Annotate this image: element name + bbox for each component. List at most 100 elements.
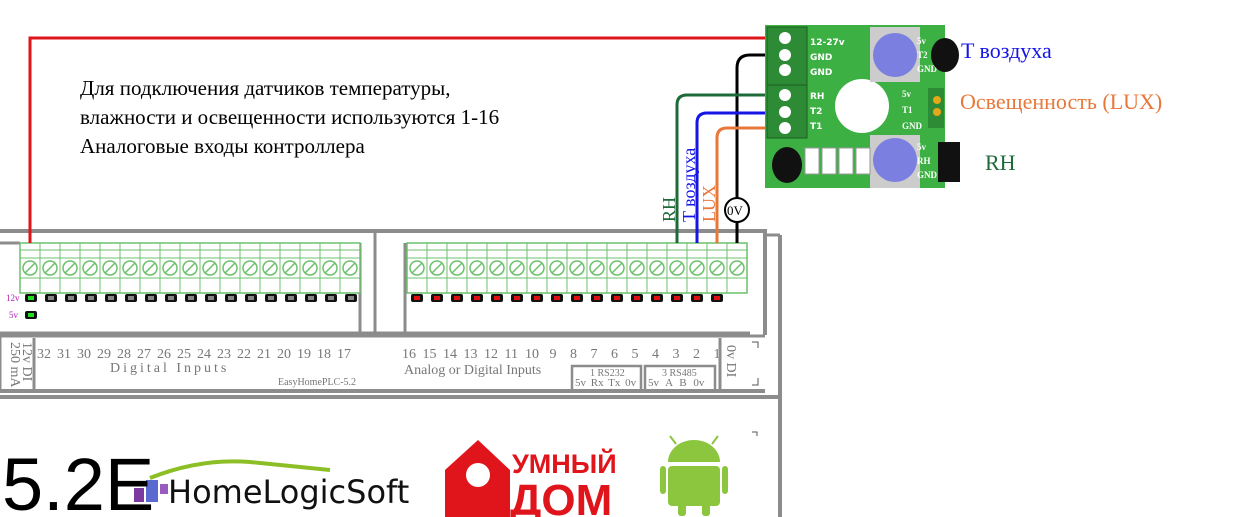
wire-12v-red xyxy=(28,36,775,243)
led-light xyxy=(248,296,254,300)
sensor-pin-label: 12-27v xyxy=(810,38,845,48)
digital-input-number: 25 xyxy=(177,347,191,362)
dom-text: ДОМ xyxy=(510,476,612,517)
digital-input-number: 20 xyxy=(277,347,291,362)
screw-slot xyxy=(264,262,276,274)
led-light xyxy=(454,296,460,300)
screw-slot xyxy=(591,262,603,274)
umny-text: УМНЫЙ xyxy=(512,448,617,479)
resistor-icon xyxy=(838,147,854,175)
led-12v-label: 12v xyxy=(6,293,20,303)
label-t-air: T воздуха xyxy=(961,38,1052,63)
wire-t1-orange xyxy=(715,126,775,243)
analog-input-number: 5 xyxy=(632,347,639,362)
screw-slot xyxy=(711,262,723,274)
rs232-pins: 5v Rx Tx 0v xyxy=(575,377,637,389)
sensor-pin-label: RH xyxy=(917,156,931,166)
analog-input-number: 12 xyxy=(484,347,498,362)
rs485-pins: 5v A B 0v xyxy=(648,377,705,389)
connector-screw-icon xyxy=(779,106,791,118)
android-arm xyxy=(722,466,728,494)
led-light xyxy=(348,296,354,300)
resistor-icon xyxy=(804,147,820,175)
screw-slot xyxy=(224,262,236,274)
screw-slot xyxy=(671,262,683,274)
version-label: 5.2E xyxy=(2,443,155,517)
screw-slot xyxy=(451,262,463,274)
screw-slot xyxy=(124,262,136,274)
android-body xyxy=(668,466,720,506)
led-light xyxy=(188,296,194,300)
temperature-sensor-t2-icon xyxy=(931,38,959,72)
power-sub-label: 250 mA xyxy=(7,342,22,388)
screw-slot xyxy=(431,262,443,274)
controller-frame-top xyxy=(0,229,767,335)
android-arm xyxy=(660,466,666,494)
led-light xyxy=(634,296,640,300)
screw-slot xyxy=(184,262,196,274)
wire-gnd-black xyxy=(735,53,775,243)
logo-square xyxy=(160,484,168,494)
trimmer-potentiometer-icon xyxy=(873,138,917,182)
screw-slot xyxy=(531,262,543,274)
analog-input-number: 1 xyxy=(714,347,721,362)
android-leg xyxy=(678,500,686,516)
sensor-pin-label: T2 xyxy=(810,107,822,117)
led-light xyxy=(288,296,294,300)
screw-slot xyxy=(731,262,743,274)
led-light xyxy=(268,296,274,300)
wire-label-lux: LUX xyxy=(699,185,719,222)
description-line: Аналоговые входы контроллера xyxy=(80,134,365,158)
screw-slot xyxy=(204,262,216,274)
wire-label-t-air: T воздуха xyxy=(679,148,699,222)
led-light xyxy=(28,313,34,317)
screw-slot xyxy=(304,262,316,274)
digital-input-number: 30 xyxy=(77,347,91,362)
zero-di-group: 0v DI xyxy=(723,345,738,378)
wire-label-rh: RH xyxy=(659,197,679,222)
analog-input-number: 7 xyxy=(591,347,598,362)
screw-slot xyxy=(551,262,563,274)
android-antenna xyxy=(711,435,719,445)
digital-input-number: 28 xyxy=(117,347,131,362)
digital-input-number: 24 xyxy=(197,347,211,362)
rs232-title: 1 RS232 xyxy=(590,368,625,379)
screw-slot xyxy=(631,262,643,274)
pad xyxy=(933,96,941,104)
label-rh: RH xyxy=(985,150,1016,175)
led-light xyxy=(414,296,420,300)
sensor-pin-label: GND xyxy=(810,53,832,63)
android-leg xyxy=(702,500,710,516)
zero-volt-marker-icon xyxy=(724,197,750,223)
led-light xyxy=(68,296,74,300)
analog-input-number: 6 xyxy=(611,347,618,362)
screw-slot xyxy=(84,262,96,274)
connector-screw-icon xyxy=(779,49,791,61)
screw-slot xyxy=(164,262,176,274)
digital-input-number: 32 xyxy=(37,347,51,362)
analog-input-number: 4 xyxy=(652,347,659,362)
led-light xyxy=(148,296,154,300)
sensor-pin-label: GND xyxy=(902,121,923,131)
led-5v-label: 5v xyxy=(9,310,19,320)
resistor-icon xyxy=(855,147,871,175)
description-line: влажности и освещенности используются 1-… xyxy=(80,105,500,129)
terminal-block-analog xyxy=(406,242,748,294)
label-lux: Освещенность (LUX) xyxy=(960,89,1163,114)
trimmer-potentiometer-icon xyxy=(873,33,917,77)
description-line: Для подключения датчиков температуры, xyxy=(80,76,451,100)
digital-input-number: 17 xyxy=(337,347,351,362)
screw-slot xyxy=(104,262,116,274)
analog-input-number: 11 xyxy=(505,347,518,362)
analog-input-number: 9 xyxy=(550,347,557,362)
analog-input-number: 8 xyxy=(570,347,577,362)
led-light xyxy=(88,296,94,300)
led-light xyxy=(108,296,114,300)
led-light xyxy=(654,296,660,300)
analog-inputs-title: Analog or Digital Inputs xyxy=(404,363,541,378)
digital-input-number: 26 xyxy=(157,347,171,362)
led-light xyxy=(614,296,620,300)
